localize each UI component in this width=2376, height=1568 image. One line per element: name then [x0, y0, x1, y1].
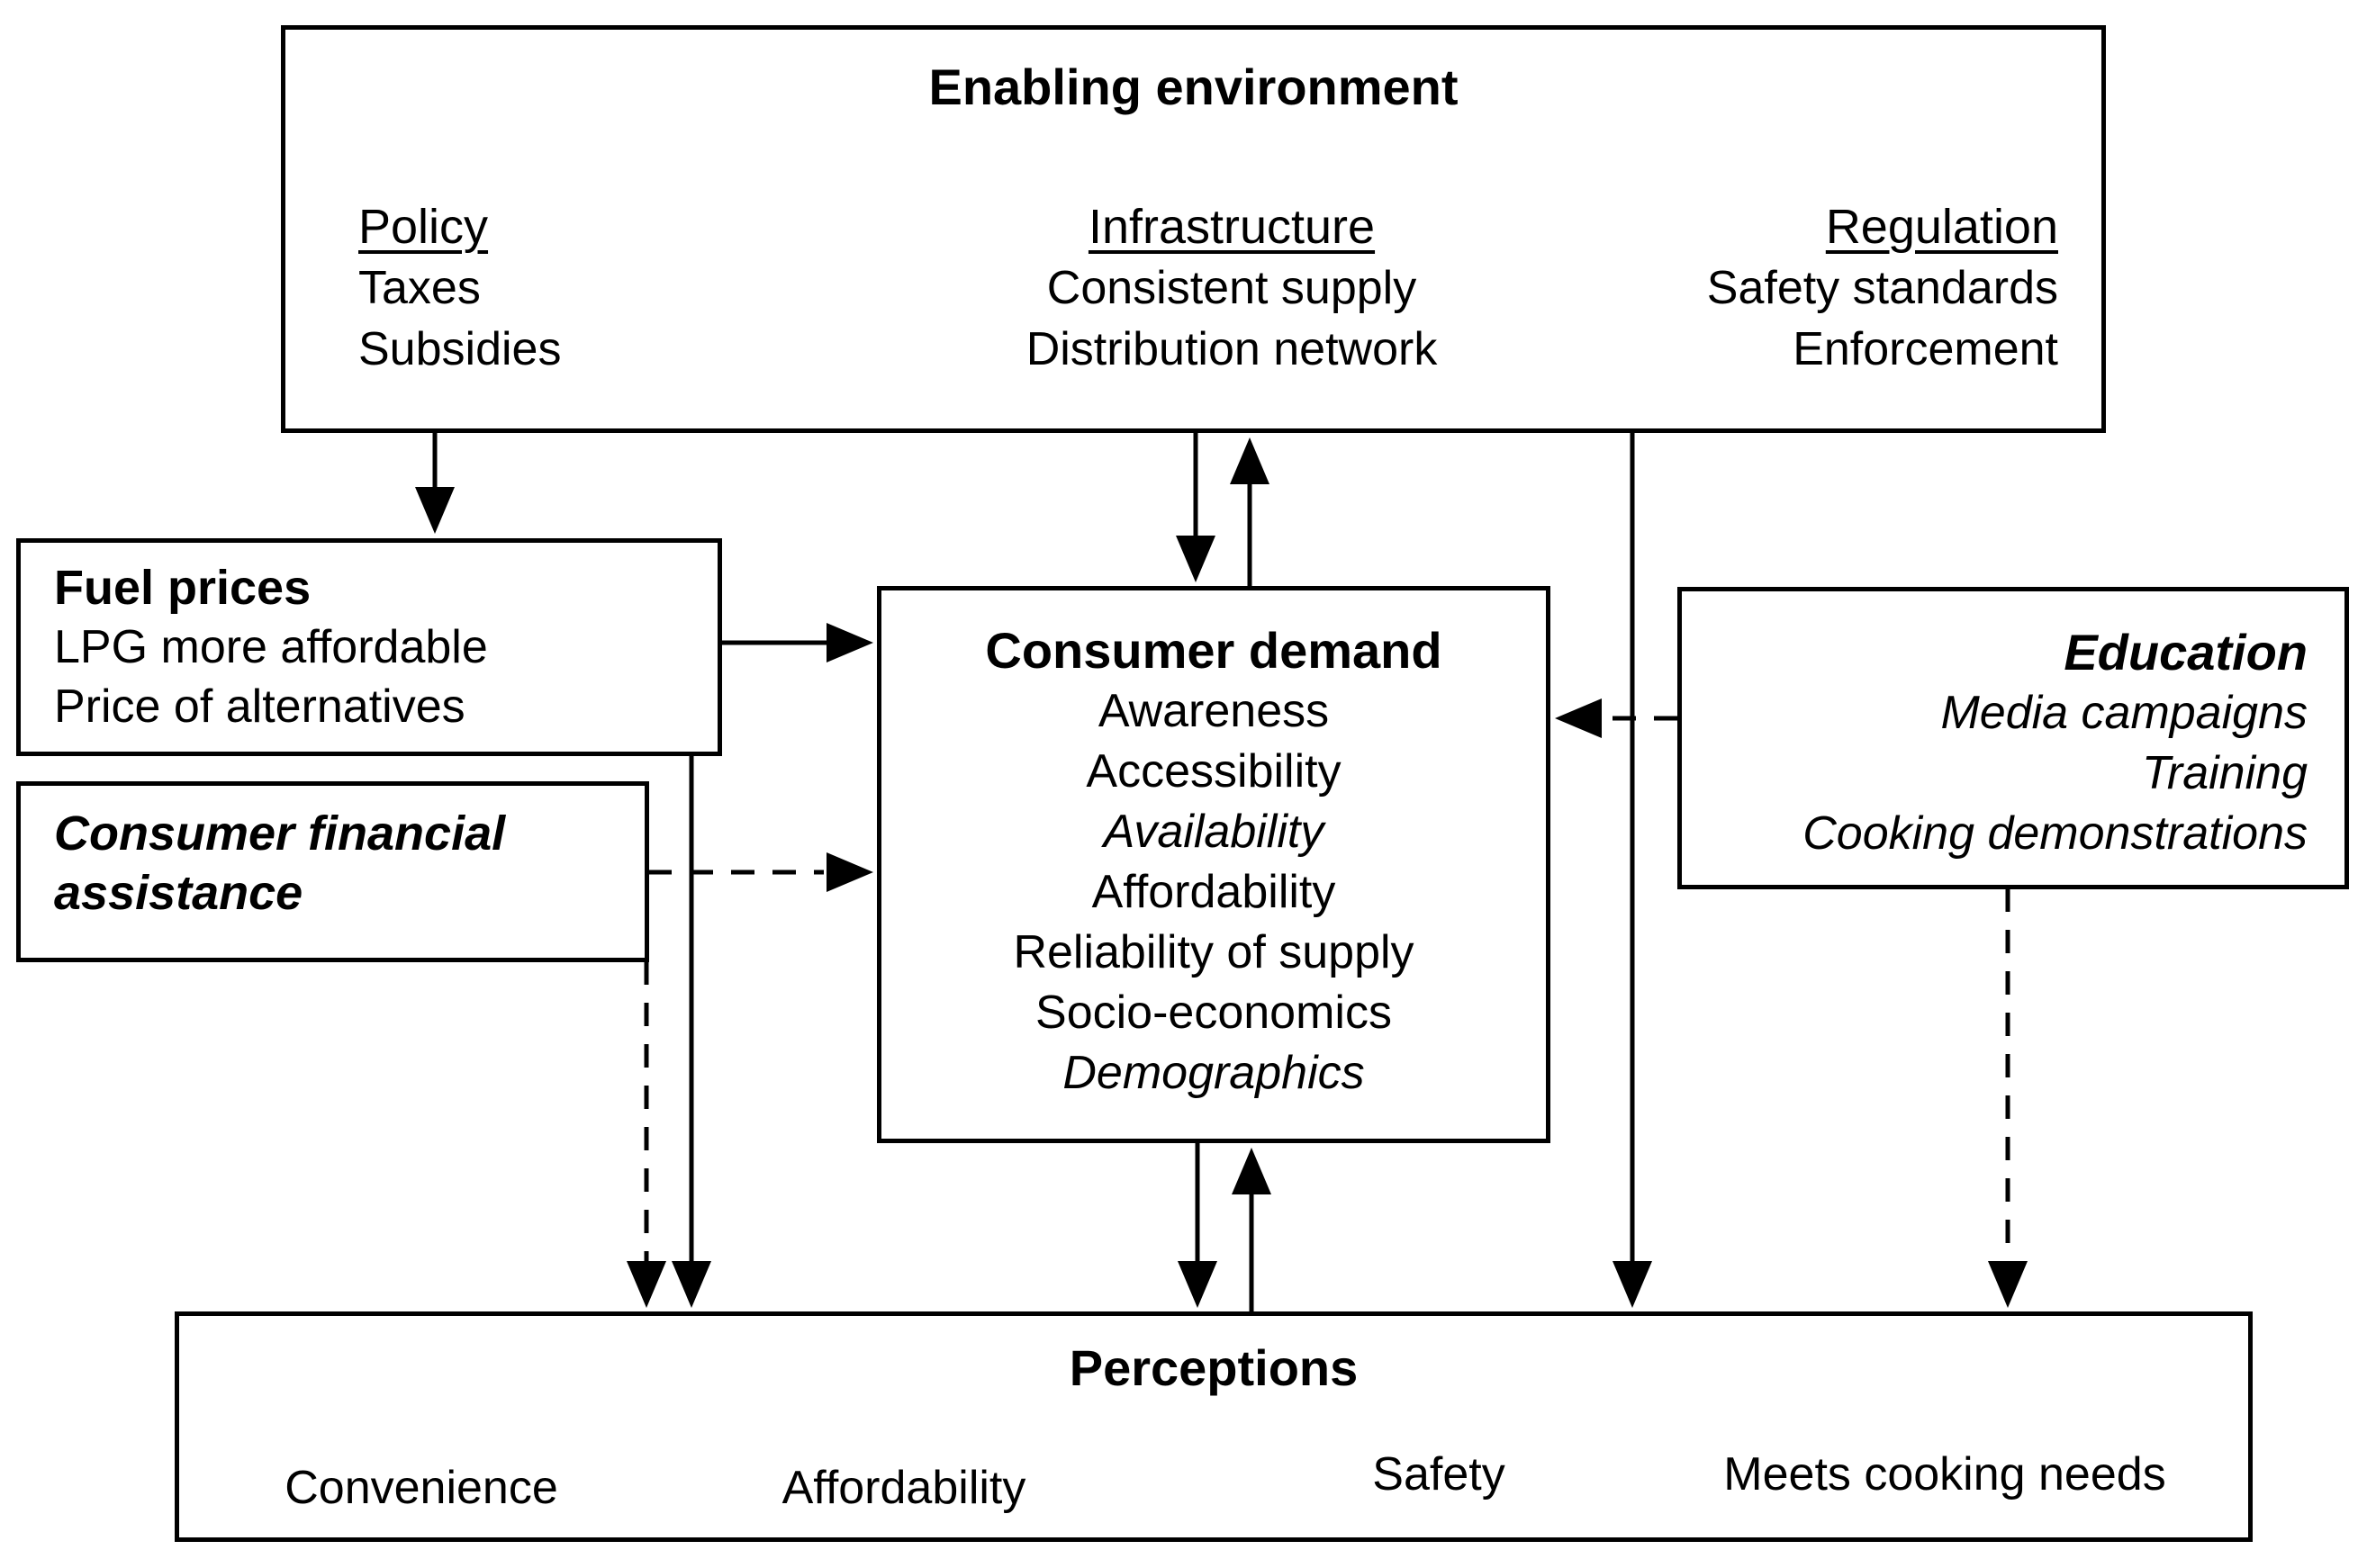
enabling-environment-title: Enabling environment [928, 59, 1459, 115]
regulation-item: Safety standards [1706, 262, 2058, 314]
education-item: Media campaigns [1940, 687, 2308, 739]
perception-item: Affordability [781, 1462, 1026, 1514]
arrow-financial-assistance-to-perceptions [627, 961, 666, 1308]
consumer-demand-title: Consumer demand [985, 622, 1442, 679]
perceptions-box: Perceptions Convenience Affordability Sa… [175, 1311, 2253, 1542]
consumer-demand-item: Accessibility [1086, 745, 1342, 798]
arrow-enabling-to-perceptions [1613, 432, 1652, 1308]
consumer-demand-item: Availability [1103, 806, 1324, 858]
infrastructure-column: Infrastructure Consistent supply Distrib… [935, 196, 1529, 380]
arrow-education-to-consumer-demand [1555, 698, 1677, 738]
infrastructure-item: Distribution network [1025, 323, 1438, 375]
consumer-demand-item: Socio-economics [1035, 987, 1392, 1039]
perception-item: Convenience [285, 1462, 558, 1514]
consumer-financial-assistance-title: Consumer financial assistance [54, 807, 506, 920]
regulation-heading: Regulation [1825, 200, 2058, 254]
consumer-financial-assistance-box: Consumer financial assistance [16, 781, 649, 962]
policy-item: Subsidies [358, 323, 562, 375]
arrow-education-to-perceptions [1988, 888, 2028, 1308]
consumer-demand-box: Consumer demand Awareness Accessibility … [877, 586, 1550, 1143]
education-box: Education Media campaigns Training Cooki… [1677, 587, 2349, 889]
policy-heading: Policy [358, 200, 489, 254]
perception-item: Safety [1372, 1448, 1505, 1500]
arrow-fuel-prices-to-perceptions [672, 755, 711, 1308]
policy-column: Policy Taxes Subsidies [358, 196, 561, 380]
consumer-demand-item: Awareness [1098, 685, 1330, 737]
fuel-prices-title: Fuel prices [54, 561, 312, 615]
perception-item: Meets cooking needs [1723, 1448, 2166, 1500]
arrow-financial-assistance-to-consumer-demand [648, 852, 873, 892]
education-item: Training [2141, 747, 2308, 799]
education-title: Education [2064, 624, 2308, 680]
education-item: Cooking demonstrations [1802, 807, 2308, 860]
fuel-prices-box: Fuel prices LPG more affordable Price of… [16, 538, 722, 756]
arrow-consumer-demand-to-enabling [1230, 437, 1269, 586]
regulation-item: Enforcement [1793, 323, 2058, 375]
arrow-fuel-prices-to-consumer-demand [721, 623, 873, 662]
perceptions-title: Perceptions [1069, 1339, 1359, 1396]
infrastructure-item: Consistent supply [1046, 262, 1417, 314]
consumer-demand-item: Reliability of supply [1013, 926, 1414, 978]
arrow-enabling-to-consumer-demand [1176, 432, 1215, 582]
consumer-demand-item: Demographics [1062, 1047, 1365, 1099]
arrow-perceptions-to-consumer-demand [1232, 1148, 1271, 1311]
policy-item: Taxes [358, 262, 481, 314]
consumer-demand-item: Affordability [1091, 866, 1336, 918]
fuel-prices-item: LPG more affordable [54, 621, 488, 673]
regulation-column: Regulation Safety standards Enforcement [1707, 196, 2058, 380]
enabling-environment-box: Enabling environment Policy Taxes Subsid… [281, 25, 2106, 433]
arrow-enabling-to-fuel-prices [415, 432, 455, 534]
arrow-consumer-demand-to-perceptions [1178, 1142, 1217, 1308]
infrastructure-heading: Infrastructure [1088, 200, 1376, 254]
fuel-prices-item: Price of alternatives [54, 680, 465, 733]
